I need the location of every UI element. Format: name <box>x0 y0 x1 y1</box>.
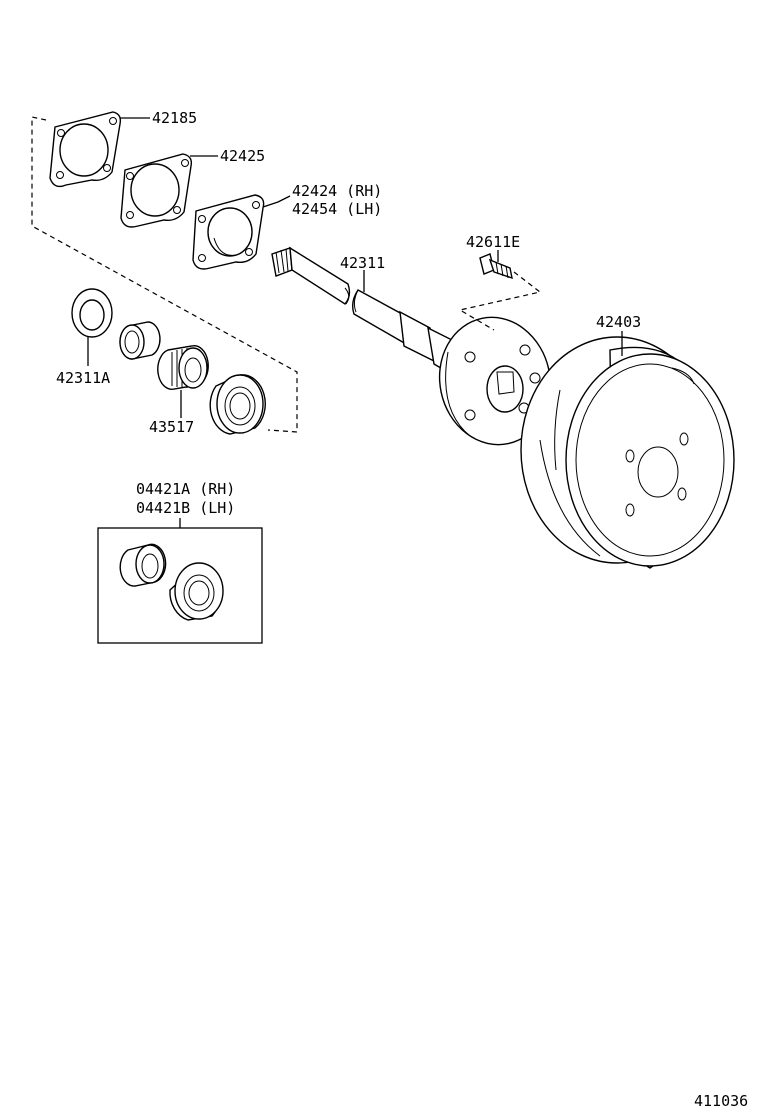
label-42611e: 42611E <box>466 233 520 251</box>
bearing-kit-box <box>97 527 263 644</box>
label-04421b-lh: 04421B (LH) <box>136 499 235 517</box>
label-42311: 42311 <box>340 254 385 272</box>
bearing-kit-ball-bearing <box>169 562 224 621</box>
axle-shaft-42311 <box>271 246 552 446</box>
label-42403: 42403 <box>596 313 641 331</box>
gasket-42185 <box>49 111 122 188</box>
label-42185: 42185 <box>152 109 197 127</box>
spacer-ring <box>119 321 161 360</box>
label-04421a-rh: 04421A (RH) <box>136 480 235 498</box>
label-42424-rh: 42424 (RH) <box>292 182 382 200</box>
bearing-kit-ring <box>119 543 167 587</box>
retainer-plate-42424 <box>192 194 265 270</box>
label-42311a: 42311A <box>56 369 110 387</box>
hub-bolt-42611e <box>479 253 513 280</box>
assembly-dashed-outline <box>31 116 298 433</box>
retainer-ring-43517 <box>157 345 209 390</box>
label-42425: 42425 <box>220 147 265 165</box>
label-43517: 43517 <box>149 418 194 436</box>
brake-drum-42403 <box>520 336 735 569</box>
ball-bearing <box>209 374 266 435</box>
label-42454-lh: 42454 (LH) <box>292 200 382 218</box>
diagram-number: 411036 <box>694 1092 748 1110</box>
gasket-42425 <box>120 153 193 228</box>
oil-seal-42311a <box>71 288 113 338</box>
